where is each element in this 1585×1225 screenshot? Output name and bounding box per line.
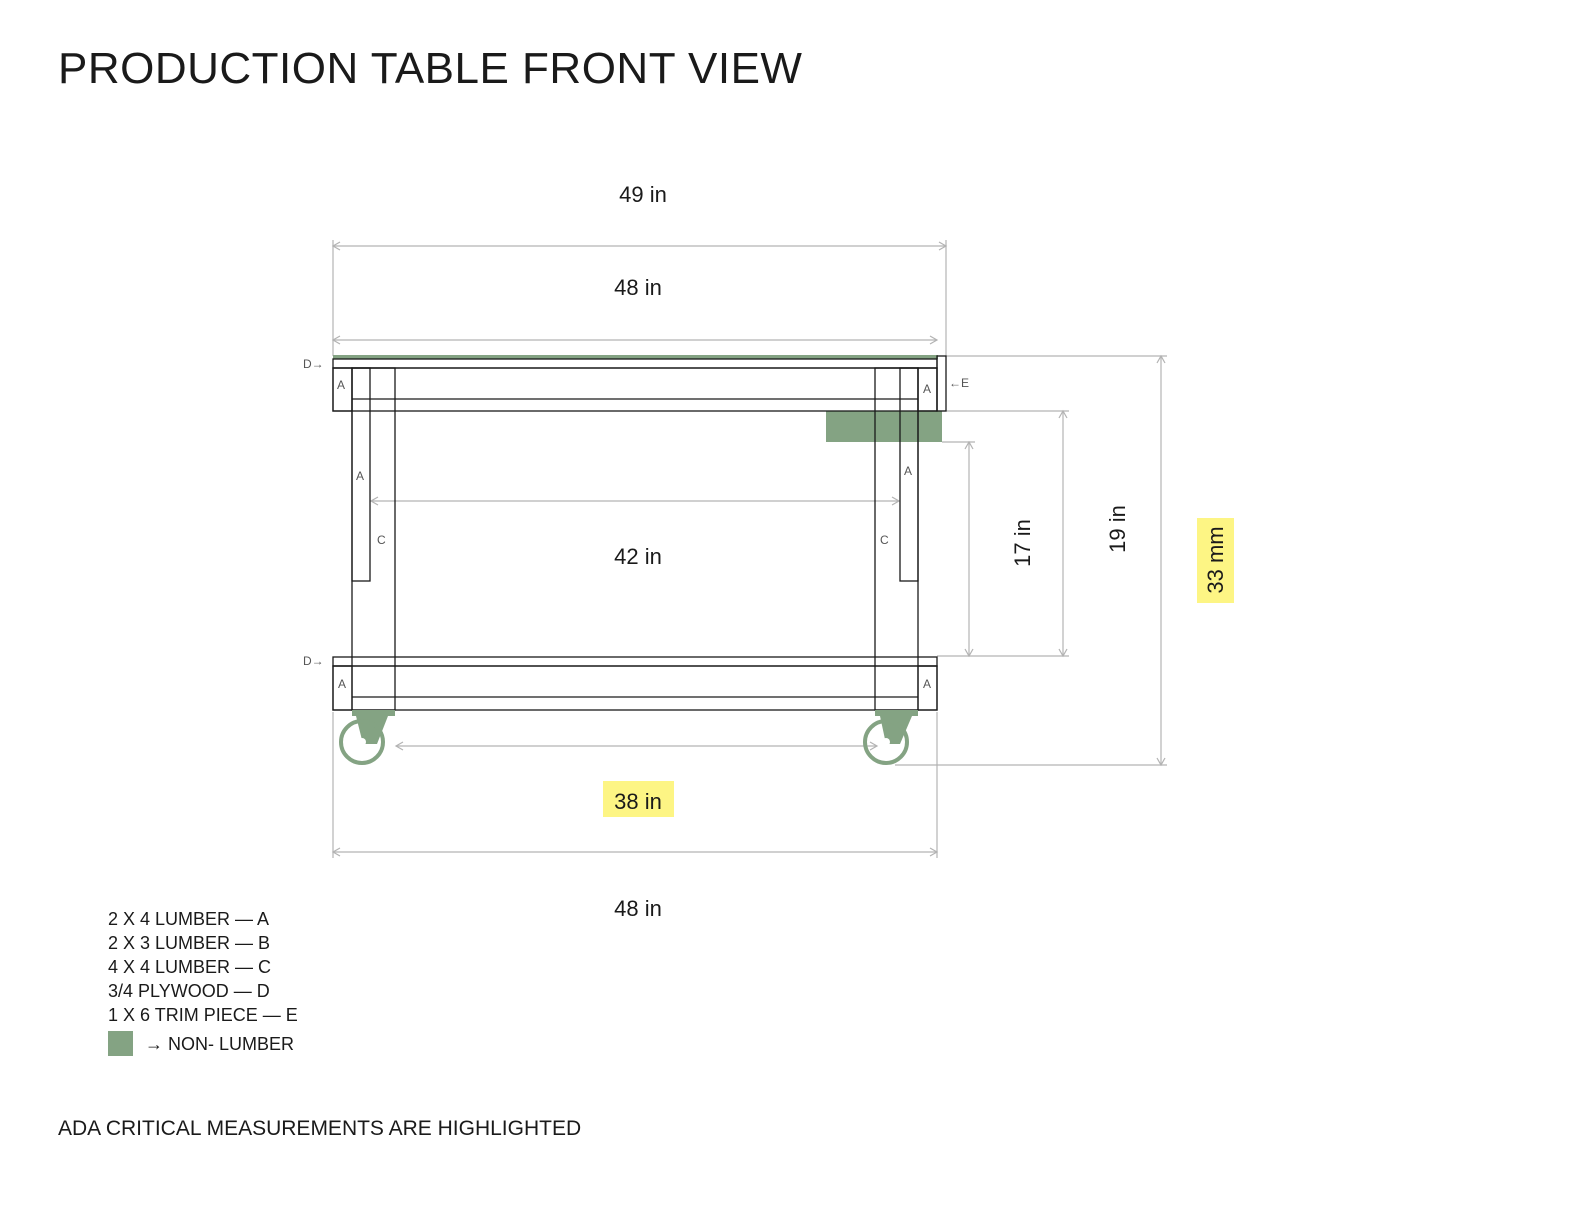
piece-label-a-top-right: A <box>923 382 931 396</box>
bottom-plywood-d <box>332 656 938 667</box>
non-lumber-swatch <box>108 1031 133 1056</box>
left-caster-plate <box>352 710 395 716</box>
non-lumber-top-strip <box>333 355 938 359</box>
left-caster-hub <box>358 738 366 746</box>
dim-label-49-in: 49 in <box>619 182 667 207</box>
dimension-lines <box>331 240 1167 858</box>
legend-item-2x3: 2 X 3 LUMBER — B <box>108 933 271 953</box>
dim-label-19-in: 19 in <box>1105 505 1130 553</box>
ada-footnote: ADA CRITICAL MEASUREMENTS ARE HIGHLIGHTE… <box>58 1117 582 1140</box>
dim-label-38-in: 38 in <box>614 789 662 814</box>
piece-label-d-top: D→ <box>303 357 324 371</box>
piece-label-a-bottom-left: A <box>338 677 346 691</box>
left-caster-wheel <box>339 719 385 765</box>
left-caster <box>339 710 395 765</box>
materials-legend: 2 X 4 LUMBER — A 2 X 3 LUMBER — B 4 X 4 … <box>108 907 298 1056</box>
piece-label-a-bottom-right: A <box>923 677 931 691</box>
piece-label-c-right: C <box>880 533 889 547</box>
legend-item-non-lumber: → NON- LUMBER <box>108 1031 298 1056</box>
dim-label-33-mm: 33 mm <box>1203 526 1228 593</box>
legend-item-plywood: 3/4 PLYWOOD — D <box>108 981 270 1001</box>
legend-item-trim: 1 X 6 TRIM PIECE — E <box>108 1005 298 1025</box>
piece-label-c-left: C <box>377 533 386 547</box>
page-title: PRODUCTION TABLE FRONT VIEW <box>58 44 803 93</box>
legend-item-2x4: 2 X 4 LUMBER — A <box>108 909 270 929</box>
ada-highlight-38-in <box>603 781 674 817</box>
piece-label-d-bottom: D→ <box>303 654 324 668</box>
dim-label-17-in: 17 in <box>1010 519 1035 567</box>
right-caster <box>863 710 918 765</box>
left-leg-c <box>351 367 396 711</box>
piece-label-a-top-left: A <box>337 378 345 392</box>
right-caster-plate <box>875 710 918 716</box>
non-lumber-label: → NON- LUMBER <box>145 1033 295 1054</box>
top-apron <box>332 367 938 412</box>
right-caster-wheel <box>863 719 909 765</box>
table-frame <box>332 355 947 711</box>
legend-item-4x4: 4 X 4 LUMBER — C <box>108 957 272 977</box>
dim-label-48-in-top: 48 in <box>614 275 662 300</box>
trim-piece-e <box>936 355 947 412</box>
right-caster-hub <box>882 738 890 746</box>
top-plywood-d <box>332 358 938 369</box>
piece-label-a-left-leg: A <box>356 469 364 483</box>
ada-highlight-33-mm <box>1197 518 1234 603</box>
piece-label-a-right-leg: A <box>904 464 912 478</box>
dim-label-48-in-bottom: 48 in <box>614 896 662 921</box>
piece-label-e: ←E <box>949 376 969 390</box>
bottom-left-a-block <box>332 665 353 711</box>
non-lumber-bracket <box>826 411 942 442</box>
bottom-right-a-block <box>917 665 938 711</box>
bottom-apron <box>332 665 938 711</box>
non-lumber-elements <box>333 355 942 442</box>
dim-label-42-in: 42 in <box>614 544 662 569</box>
